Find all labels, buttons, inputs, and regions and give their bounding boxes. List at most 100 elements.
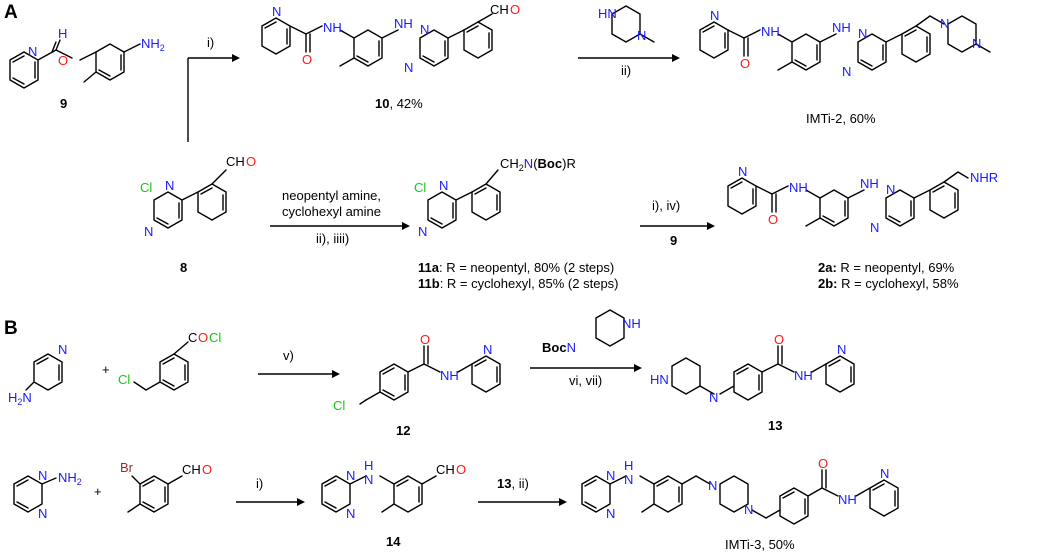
chloromethylbenzoyl-chloride-structure: [133, 341, 189, 391]
panel-label-b: B: [4, 318, 18, 339]
atom-h: H: [624, 458, 633, 473]
atom-boc-n: BocN: [542, 340, 576, 355]
compound-13-structure: [671, 345, 855, 401]
atom-hn: HN: [650, 372, 669, 387]
atom-o: O: [246, 154, 256, 169]
atom-nhr: NHR: [970, 170, 998, 185]
imti-2-structure: [699, 15, 991, 71]
compound-12-label: 12: [396, 423, 410, 438]
condition-b-step4: 13, ii): [497, 476, 529, 491]
atom-o: O: [456, 462, 466, 477]
atom-o: O: [510, 2, 520, 17]
compound-9-structure: [9, 39, 141, 89]
atom-o: O: [58, 53, 68, 68]
condition-a-reagents-line1: neopentyl amine,: [282, 188, 381, 203]
arrow-step-ii-iiii: [270, 222, 410, 230]
compound-8-label: 8: [180, 260, 187, 275]
atom-nh: NH: [794, 368, 813, 383]
atom-nh2: NH2: [58, 470, 82, 487]
condition-b-step2: vi, vii): [569, 373, 602, 388]
methylpiperazine-structure: [611, 5, 655, 43]
atom-n: N: [870, 220, 879, 235]
compound-8-structure: [153, 169, 227, 229]
atom-n: N: [420, 22, 429, 37]
atom-nh: NH: [832, 20, 851, 35]
atom-o: O: [202, 462, 212, 477]
atom-n: N: [364, 472, 373, 487]
compound-10-label: 10, 42%: [375, 96, 423, 111]
condition-b-step1: v): [283, 348, 294, 363]
atom-nh: NH: [394, 16, 413, 31]
imti-3-structure: [581, 469, 899, 525]
atom-n: N: [886, 182, 895, 197]
atom-cl: Cl: [118, 372, 130, 387]
atom-n: N: [744, 502, 753, 517]
compound-10-structure: [261, 13, 493, 67]
atom-n: N: [842, 64, 851, 79]
atom-n: N: [940, 16, 949, 31]
atom-n: N: [738, 164, 747, 179]
compound-imti-2-label: IMTi-2, 60%: [806, 111, 876, 126]
atom-o: O: [420, 332, 430, 347]
atom-nh: NH: [761, 24, 780, 39]
atom-h2n: H2N: [8, 390, 32, 407]
arrow-step-ii: [578, 54, 680, 62]
atom-n: N: [972, 36, 981, 51]
atom-cl: Cl: [140, 180, 152, 195]
arrow-step-13-ii: [478, 498, 567, 506]
plus-sign: +: [94, 484, 102, 499]
atom-o: O: [768, 212, 778, 227]
atom-n: N: [483, 342, 492, 357]
atom-o: O: [818, 456, 828, 471]
compound-2a-label: 2a: R = neopentyl, 69%: [818, 260, 955, 275]
atom-n: N: [708, 478, 717, 493]
atom-ch: CH: [226, 154, 245, 169]
arrow-step-i: [187, 54, 240, 142]
atom-nh: NH: [789, 180, 808, 195]
compound-imti-3-label: IMTi-3, 50%: [725, 537, 795, 552]
atom-n: N: [272, 4, 281, 19]
atom-c: C: [188, 330, 197, 345]
atom-n: N: [709, 390, 718, 405]
atom-n: N: [165, 178, 174, 193]
condition-a-step2: ii): [621, 63, 631, 78]
arrow-step-v: [258, 370, 340, 378]
atom-o: O: [198, 330, 208, 345]
atom-ch: CH: [182, 462, 201, 477]
compound-13-label: 13: [768, 418, 782, 433]
atom-cl: Cl: [209, 330, 221, 345]
atom-n: N: [418, 224, 427, 239]
atom-n: N: [624, 472, 633, 487]
panel-label-a: A: [4, 2, 18, 23]
arrow-step-i-b: [236, 498, 305, 506]
atom-nh: NH: [860, 176, 879, 191]
plus-sign: +: [102, 362, 110, 377]
compound-11b-label: 11b: R = cyclohexyl, 85% (2 steps): [418, 276, 619, 291]
condition-a-step3: ii), iiii): [316, 231, 349, 246]
atom-n: N: [880, 466, 889, 481]
atom-n: N: [404, 60, 413, 75]
atom-nh: NH: [323, 20, 342, 35]
boc-piperazine-structure: [595, 309, 625, 347]
atom-ch2n-group: CH2N(Boc)R: [500, 156, 576, 173]
atom-n: N: [38, 468, 47, 483]
atom-o: O: [740, 56, 750, 71]
atom-o: O: [774, 332, 784, 347]
compound-11-structure: [427, 169, 501, 229]
atom-cl: Cl: [333, 398, 345, 413]
atom-n: N: [144, 224, 153, 239]
compound-14-structure: [321, 475, 437, 513]
arrow-step-vi-vii: [530, 364, 642, 372]
compound-11a-label: 11a: R = neopentyl, 80% (2 steps): [418, 260, 614, 275]
atom-o: O: [302, 52, 312, 67]
atom-n: N: [606, 506, 615, 521]
atom-n: N: [28, 44, 37, 59]
arrow-step-i-iv: [640, 222, 715, 230]
bromomethylbenzaldehyde-structure: [127, 475, 183, 513]
compound-12-structure: [359, 345, 501, 405]
compound-2-structure: [727, 171, 969, 227]
condition-a-step4-reagent: 9: [670, 233, 677, 248]
atom-h: H: [58, 26, 67, 41]
compound-14-label: 14: [386, 534, 401, 549]
atom-n: N: [58, 342, 67, 357]
